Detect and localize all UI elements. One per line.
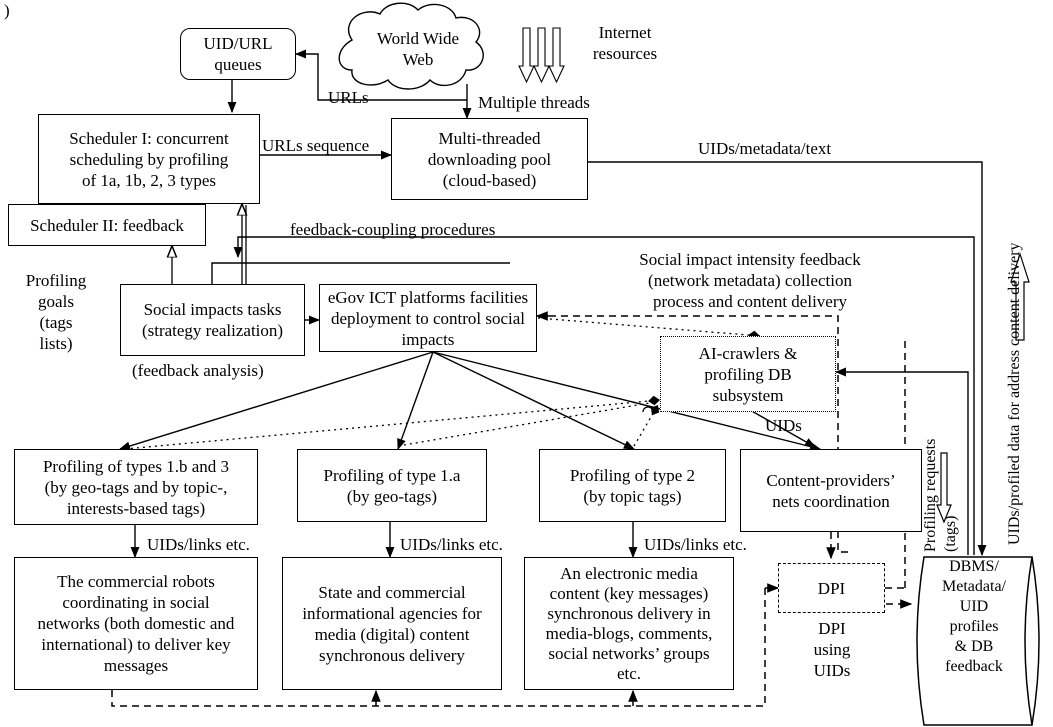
feedback-analysis-label: (feedback analysis) (132, 361, 264, 380)
uids-links-label-2: UIDs/links etc. (400, 535, 503, 554)
uids-label: UIDs (765, 416, 802, 435)
uids-links-label-1: UIDs/links etc. (147, 535, 250, 554)
urls-label: URLs (328, 88, 369, 107)
dbms-cylinder-shape (916, 556, 1040, 726)
profiling-requests-label: Profiling requests (tags) (922, 438, 959, 552)
dpi-using-uids-label: DPI using UIDs (813, 619, 851, 680)
multiple-threads-label: Multiple threads (478, 93, 590, 112)
urls-sequence-label: URLs sequence (262, 136, 370, 155)
scheduler-2-box: Scheduler II: feedback (8, 204, 206, 246)
downloading-pool-box: Multi-threaded downloading pool (cloud-b… (391, 118, 588, 200)
uid-url-queues-box: UID/URL queues (180, 28, 296, 80)
social-impact-feedback-label: Social impact intensity feedback (networ… (639, 250, 861, 311)
uids-links-label-3: UIDs/links etc. (644, 535, 747, 554)
profiling-1a-box: Profiling of type 1.a (by geo-tags) (297, 449, 487, 522)
internet-resources-label: Internet resources (592, 23, 658, 63)
social-impacts-tasks-box: Social impacts tasks (strategy realizati… (120, 284, 305, 356)
world-wide-web-label: World Wide Web (376, 29, 460, 69)
profiling-2-box: Profiling of type 2 (by topic tags) (539, 449, 726, 522)
corner-mark: ) (4, 1, 10, 20)
dbms-cylinder: DBMS/ Metadata/ UID profiles & DB feedba… (912, 555, 1048, 727)
electronic-media-box: An electronic media content (key message… (524, 557, 734, 690)
dpi-box: DPI (778, 563, 885, 613)
profiling-1b-3-box: Profiling of types 1.b and 3 (by geo-tag… (14, 449, 258, 525)
ai-crawlers-box: AI-crawlers & profiling DB subsystem (660, 336, 836, 412)
feedback-coupling-label: feedback-coupling procedures (290, 220, 496, 239)
commercial-robots-box: The commercial robots coordinating in so… (14, 557, 258, 690)
uids-profiled-data-label: UIDs/profiled data for address content d… (1006, 242, 1023, 545)
scheduler-1-box: Scheduler I: concurrent scheduling by pr… (38, 114, 260, 204)
profiling-goals-label: Profiling goals (tags lists) (25, 271, 87, 353)
uids-metadata-text-label: UIDs/metadata/text (698, 139, 832, 158)
www-cloud-shape (338, 2, 484, 90)
state-agencies-box: State and commercial informational agenc… (282, 557, 502, 690)
egov-platforms-box: eGov ICT platforms facilities deployment… (319, 284, 537, 352)
internet-resource-arrows (518, 27, 565, 84)
dbms-label: DBMS/ Metadata/ UID profiles & DB feedba… (942, 558, 1006, 675)
content-providers-box: Content-providers’ nets coordination (740, 449, 922, 532)
